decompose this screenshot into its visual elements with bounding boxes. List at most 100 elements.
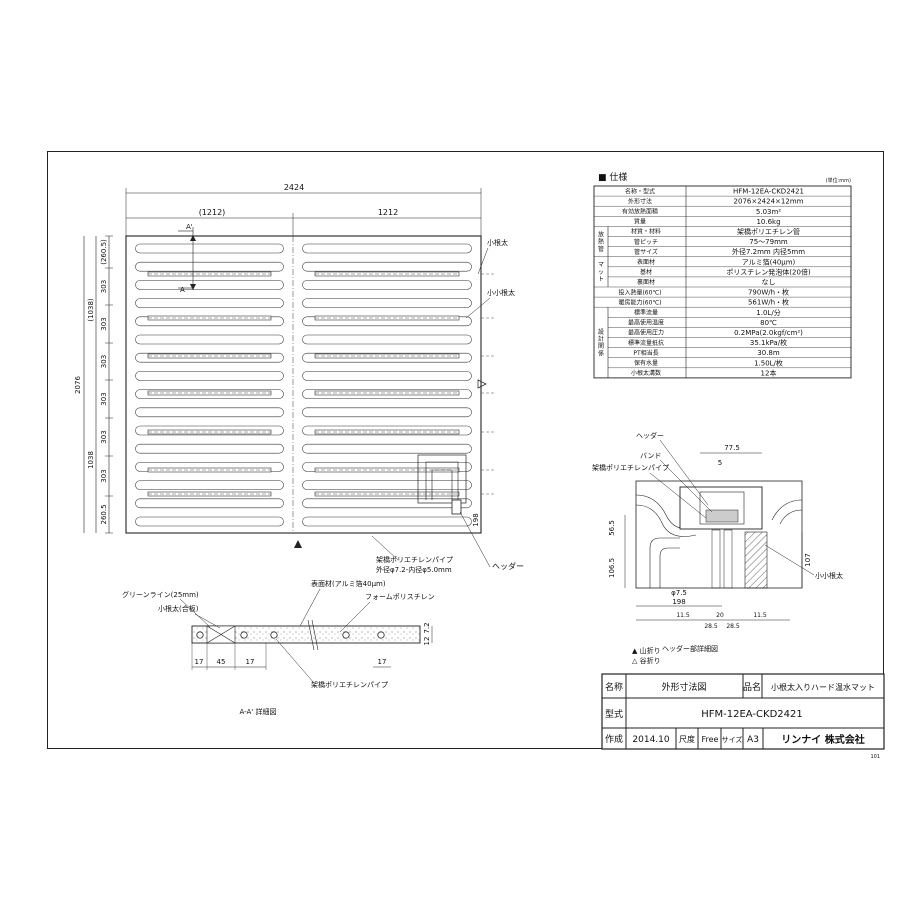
label-kokone: 小小根太 [487, 288, 515, 297]
spec-value-5: 75〜79mm [749, 238, 788, 246]
tb-product-label: 品名 [743, 681, 761, 693]
spec-label-14: 最高使用圧力 [628, 329, 664, 337]
spec-label-8: 基材 [640, 268, 652, 276]
legend-mountain: ▲ 山折り [632, 646, 661, 655]
drawing-frame [47, 151, 884, 749]
hd-label-header: ヘッダー [636, 431, 664, 440]
tb-product-value: 小根太入りハード温水マット [771, 682, 875, 692]
sec-dim-17c: 17 [378, 658, 387, 666]
spec-value-15: 35.1kPa/枚 [750, 338, 787, 347]
spec-title: ■ 仕様 [598, 171, 627, 183]
hd-dim-77-5: 77.5 [724, 444, 740, 452]
hd-dim-56-5: 56.5 [608, 520, 616, 536]
spec-label-4: 材質・材料 [631, 228, 661, 236]
spec-label-5: 管ピッチ [634, 238, 658, 246]
spec-value-2: 5.03m² [756, 208, 781, 216]
spec-label-10: 投入熱量(60℃) [618, 288, 661, 296]
spec-label-11: 暖房能力(60℃) [618, 298, 661, 306]
tb-scale-label: 尺度 [679, 734, 695, 744]
spec-value-12: 1.0L/分 [756, 308, 780, 317]
sec-label-kone: 小根太(合板) [158, 604, 199, 613]
spec-label-2: 有効放熱面積 [622, 208, 658, 216]
spec-value-4: 架橋ポリエチレン管 [737, 227, 800, 236]
title-block: 名称 外形寸法図 品名 小根太入りハード温水マット 型式 HFM-12EA-CK… [601, 673, 885, 750]
hd-dim-198: 198 [672, 598, 685, 606]
spec-value-3: 10.6kg [756, 218, 780, 226]
spec-value-8: ポリスチレン発泡体(20倍) [726, 267, 811, 276]
dim-overall-width: 2424 [284, 183, 304, 192]
tb-scale-value: Free [702, 735, 719, 744]
spec-value-6: 外径7.2mm 内径5mm [732, 247, 805, 256]
dim-upper-half: (1038) [87, 298, 95, 322]
section-view: グリーンライン(25mm) 小根太(合板) 表面材(アルミ箔40μm) フォーム… [122, 579, 435, 716]
hd-dim-5: 5 [718, 459, 722, 467]
spec-value-13: 80℃ [760, 319, 777, 327]
label-header: ヘッダー [492, 561, 524, 571]
spec-group-0: 管 [598, 245, 604, 253]
hd-dim-28-5-b: 28.5 [726, 623, 740, 630]
dim-row-6: 303 [100, 469, 108, 482]
sec-label-pipe: 架橋ポリエチレンパイプ [311, 680, 388, 689]
plan-view: 2424 (1212) 1212 2076 (1038) 1038 (260.5… [74, 183, 524, 574]
hd-dim-11-5-left: 11.5 [676, 612, 690, 619]
hd-dim-phi: φ7.5 [671, 589, 687, 597]
spec-label-9: 裏面材 [637, 278, 655, 286]
spec-label-13: 最高使用温度 [628, 319, 664, 327]
legend-valley: △ 谷折り [632, 656, 661, 665]
tb-company: リンナイ 株式会社 [781, 733, 864, 746]
tb-size-value: A3 [747, 735, 759, 745]
hd-title: ヘッダー部詳細図 [662, 644, 718, 653]
spec-label-3: 質量 [634, 218, 646, 226]
sec-dim-7-2: 7.2 [423, 622, 431, 633]
spec-label-7: 表面材 [637, 258, 655, 266]
sec-title: A-A' 詳細図 [240, 707, 277, 716]
sec-label-surface: 表面材(アルミ箔40μm) [311, 579, 386, 588]
tb-size-label: サイズ [722, 735, 743, 744]
spec-value-17: 1.50L/枚 [754, 358, 783, 367]
spec-label-16: PT相当長 [633, 349, 658, 357]
spec-label-18: 小根太溝数 [631, 369, 661, 377]
dim-row-1: 303 [100, 280, 108, 293]
dim-half-left: (1212) [199, 208, 226, 217]
label-pipe-size: 外径φ7.2-内径φ5.0mm [376, 565, 452, 574]
dim-lower-half: 1038 [87, 451, 95, 469]
spec-value-1: 2076×2424×12mm [734, 198, 804, 206]
spec-value-9: なし [762, 279, 776, 287]
tb-made-value: 2014.10 [632, 735, 669, 745]
spec-label-0: 名称・型式 [625, 187, 655, 195]
hd-dim-107: 107 [804, 553, 812, 566]
spec-group-1: ト [598, 276, 604, 283]
hd-dim-28-5-a: 28.5 [704, 623, 718, 630]
hd-label-kokone: 小小根太 [815, 571, 843, 580]
spec-group-1: マ [598, 262, 604, 269]
header-detail: ヘッダー バンド 架橋ポリエチレンパイプ 小小根太 77.5 5 56.5 10… [592, 431, 843, 665]
spec-group-2: 関 [598, 343, 604, 350]
tb-model-label: 型式 [605, 708, 623, 720]
dim-half-right: 1212 [378, 208, 398, 217]
hd-dim-11-5-right: 11.5 [753, 612, 767, 619]
spec-label-15: 標準流量抵抗 [628, 339, 664, 347]
dim-row-5: 303 [100, 430, 108, 443]
sec-dim-45: 45 [217, 658, 226, 666]
label-kone: 小根太 [487, 238, 508, 247]
dim-row-3: 303 [100, 355, 108, 368]
spec-value-7: アルミ箔(40μm) [742, 257, 796, 266]
sec-label-foam: フォームポリスチレン [365, 593, 435, 601]
hd-dim-106-5: 106.5 [608, 558, 616, 578]
sec-dim-12: 12 [423, 637, 431, 646]
tb-name-value: 外形寸法図 [661, 681, 706, 693]
spec-unit-note: (単位:mm) [826, 177, 851, 184]
tb-name-label: 名称 [605, 681, 623, 693]
dim-row-4: 303 [100, 392, 108, 405]
spec-value-0: HFM-12EA-CKD2421 [733, 188, 804, 196]
dim-row-0: (260.5) [100, 239, 108, 265]
spec-group-2: 設 [598, 328, 604, 336]
sec-dim-17a: 17 [195, 658, 204, 666]
spec-label-12: 標準流量 [634, 309, 658, 317]
spec-value-18: 12本 [761, 368, 777, 377]
valley-fold-mark [477, 379, 487, 389]
spec-value-14: 0.2MPa(2.0kgf/cm²) [734, 329, 803, 337]
spec-value-10: 790W/h・枚 [748, 288, 789, 297]
tb-model-value: HFM-12EA-CKD2421 [701, 709, 802, 720]
